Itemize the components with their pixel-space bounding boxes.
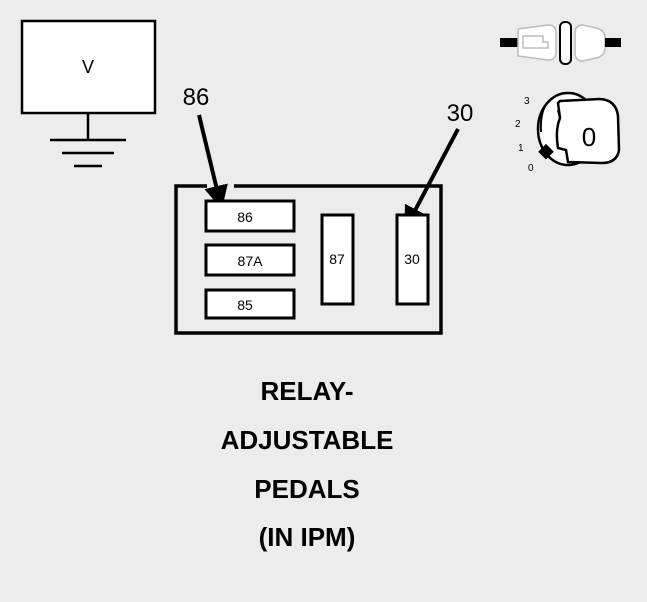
voltmeter-symbol: V <box>20 19 157 115</box>
ignition-position-3: 3 <box>524 96 530 107</box>
ignition-switch-icon: 3 2 1 0 0 <box>515 91 621 174</box>
ignition-key-label: 0 <box>582 122 596 152</box>
title-line-3: PEDALS <box>254 474 360 504</box>
terminal-86-label: 86 <box>237 209 253 225</box>
terminal-87a-label: 87A <box>238 253 264 269</box>
ignition-position-1: 1 <box>518 143 524 154</box>
ignition-position-2: 2 <box>515 119 521 130</box>
relay-terminal-87a: 87A <box>204 243 296 277</box>
relay-housing <box>174 184 443 335</box>
relay-terminal-30: 30 <box>395 213 430 306</box>
terminal-30-label: 30 <box>404 251 420 267</box>
callout-30-arrow <box>404 128 460 231</box>
callout-86-arrow <box>197 114 228 210</box>
relay-terminal-87: 87 <box>320 213 355 306</box>
ground-icon <box>50 113 126 168</box>
relay-terminal-86: 86 <box>204 199 296 233</box>
terminal-87-label: 87 <box>329 251 345 267</box>
title-line-2: ADJUSTABLE <box>220 425 394 455</box>
ignition-position-0: 0 <box>528 163 534 174</box>
title-line-1: RELAY- <box>260 376 354 406</box>
voltmeter-label: V <box>82 57 94 77</box>
connector-icon <box>500 21 621 65</box>
terminal-85-label: 85 <box>237 297 253 313</box>
relay-terminal-85: 85 <box>204 288 296 320</box>
callout-30-label: 30 <box>447 100 474 127</box>
title-line-4: (IN IPM) <box>258 522 356 552</box>
callout-86-label: 86 <box>183 84 210 111</box>
